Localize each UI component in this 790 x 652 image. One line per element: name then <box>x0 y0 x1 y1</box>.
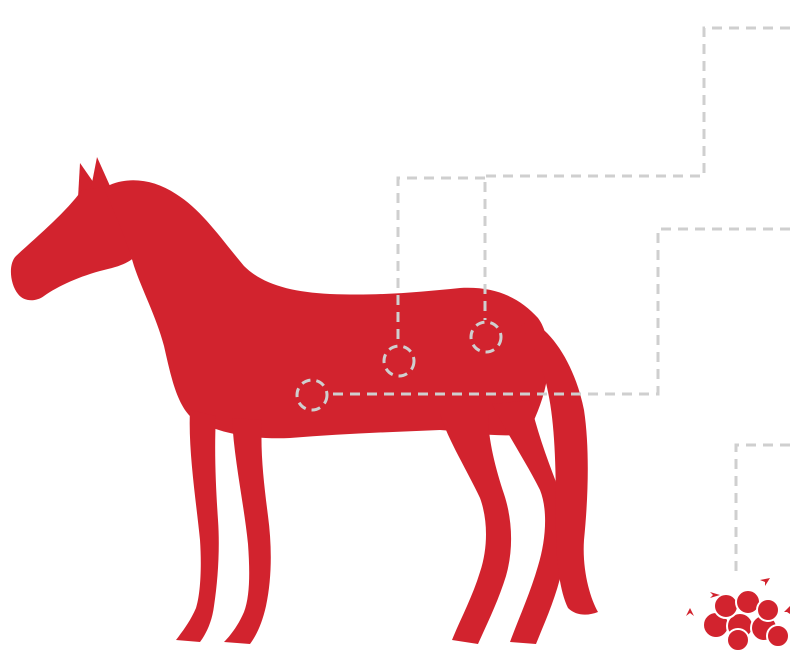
manure-ball <box>757 599 779 621</box>
horse-front-leg-icon <box>176 410 219 642</box>
manure-ball <box>714 594 738 618</box>
manure-ball <box>727 629 749 651</box>
callout-line-rear-flank <box>485 28 790 320</box>
callout-line-droppings <box>736 445 790 572</box>
fly-icon <box>686 608 694 616</box>
horse-silhouette-icon <box>11 157 598 644</box>
manure-pile-icon <box>686 578 790 651</box>
manure-ball <box>767 625 789 647</box>
horse-front-leg-icon <box>224 418 271 644</box>
fly-icon <box>760 578 770 586</box>
horse-hind-leg-icon <box>440 414 511 644</box>
fly-icon <box>784 606 790 614</box>
